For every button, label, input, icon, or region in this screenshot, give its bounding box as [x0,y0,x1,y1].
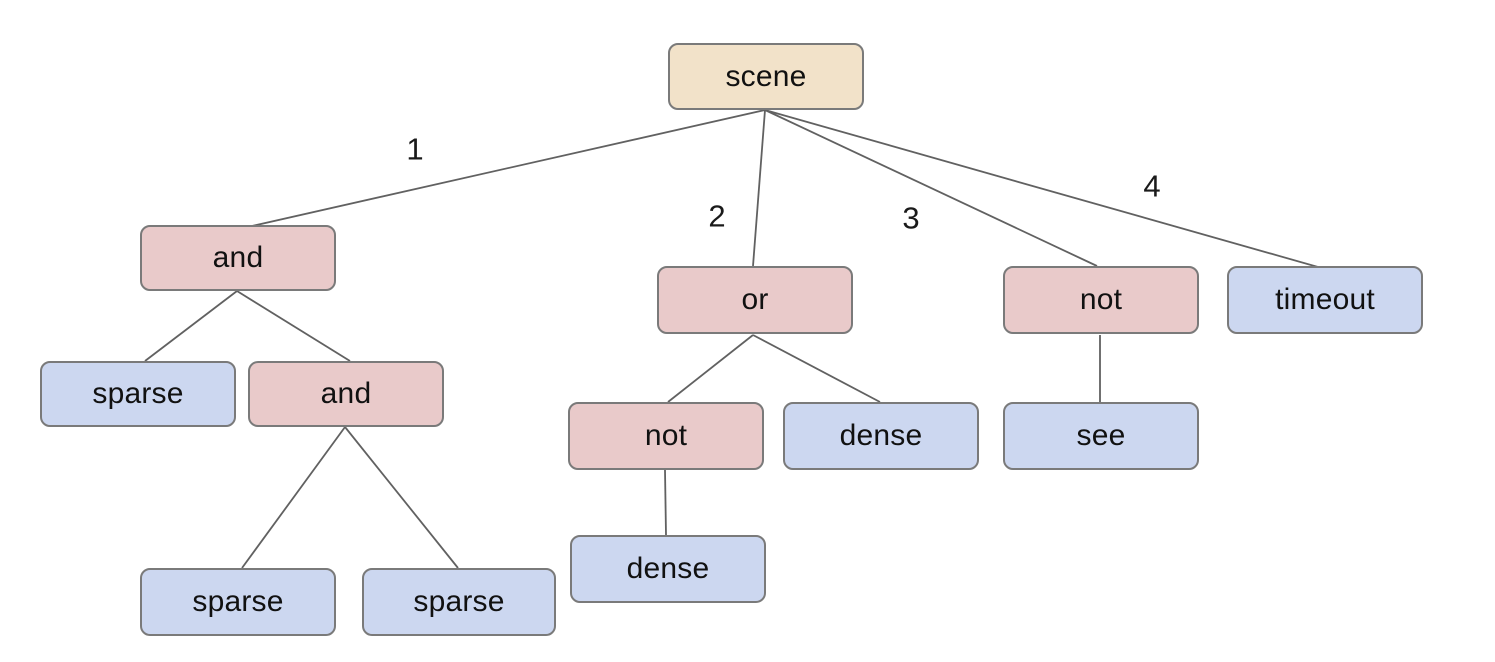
node-timeout: timeout [1227,266,1423,334]
edge-and-2-to-sparse-3 [344,426,459,569]
edge-scene-to-timeout [764,109,1319,268]
edge-scene-to-not-2 [764,109,1098,267]
edge-label-4: 4 [1143,168,1161,204]
node-dense-1: dense [783,402,979,470]
node-sparse-3: sparse [362,568,556,636]
node-see: see [1003,402,1199,470]
node-dense-2: dense [570,535,766,603]
edge-or-1-to-not-1 [667,334,754,403]
node-or-1: or [657,266,853,334]
edge-and-1-to-and-2 [236,290,351,362]
node-sparse-1: sparse [40,361,236,427]
edge-scene-to-and-1 [251,109,766,227]
edge-label-1: 1 [406,131,424,167]
edge-label-3: 3 [902,200,920,236]
edge-and-2-to-sparse-2 [241,426,346,569]
node-and-2: and [248,361,444,427]
node-scene: scene [668,43,864,110]
edge-scene-to-or-1 [752,109,766,267]
edge-and-1-to-sparse-1 [144,290,238,362]
edge-or-1-to-dense-1 [752,334,881,403]
node-sparse-2: sparse [140,568,336,636]
node-not-2: not [1003,266,1199,334]
node-and-1: and [140,225,336,291]
edge-not-1-to-dense-2 [664,469,667,536]
node-not-1: not [568,402,764,470]
edge-label-2: 2 [708,198,726,234]
